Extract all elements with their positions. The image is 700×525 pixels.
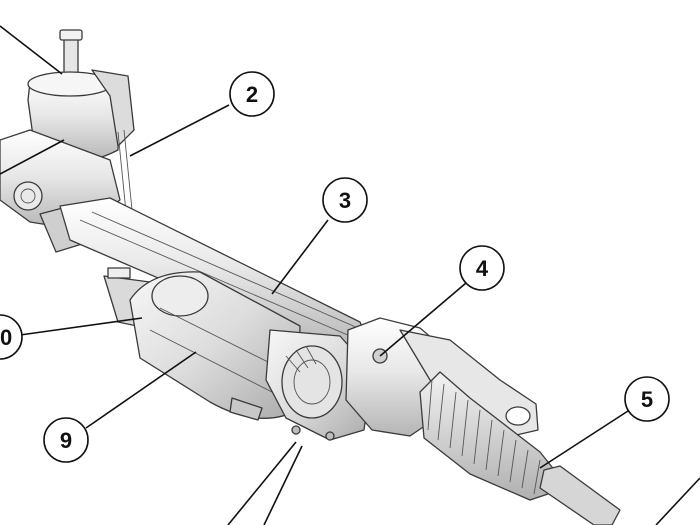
callout-3-circle (322, 177, 368, 223)
callout-9-circle (43, 417, 89, 463)
callout-4-label: 4 (476, 256, 489, 281)
callout-4: 4 (459, 245, 505, 291)
callout-5: 5 (624, 376, 670, 422)
callout-9: 9 (43, 417, 89, 463)
callout-2: 2 (229, 71, 275, 117)
leader-bottom-right (655, 477, 700, 525)
callout-3-label: 3 (339, 188, 351, 213)
leader-lines (0, 25, 700, 525)
leader-3 (271, 219, 329, 295)
callout-2-label: 2 (246, 82, 258, 107)
callout-10-label: 10 (0, 325, 12, 350)
electric-motor (103, 267, 301, 421)
leader-bottom-b (263, 445, 303, 525)
gear-housing (265, 329, 373, 441)
leader-2 (129, 104, 230, 157)
callout-10: 10 (0, 314, 23, 360)
leader-10 (19, 317, 143, 336)
callout-3: 3 (322, 177, 368, 223)
leader-4 (379, 282, 467, 357)
leader-bottom-a (227, 441, 297, 525)
valve-housing (0, 29, 135, 253)
callout-4-circle (459, 245, 505, 291)
tie-rod (539, 465, 621, 525)
callout-2-circle (229, 71, 275, 117)
callout-5-circle (624, 376, 670, 422)
leader-left-mid (0, 139, 65, 175)
callout-10-circle (0, 314, 23, 360)
callout-5-label: 5 (641, 387, 653, 412)
leader-9 (85, 351, 197, 429)
callout-9-label: 9 (60, 428, 72, 453)
leader-5 (539, 410, 629, 469)
leader-top-left (0, 25, 63, 75)
